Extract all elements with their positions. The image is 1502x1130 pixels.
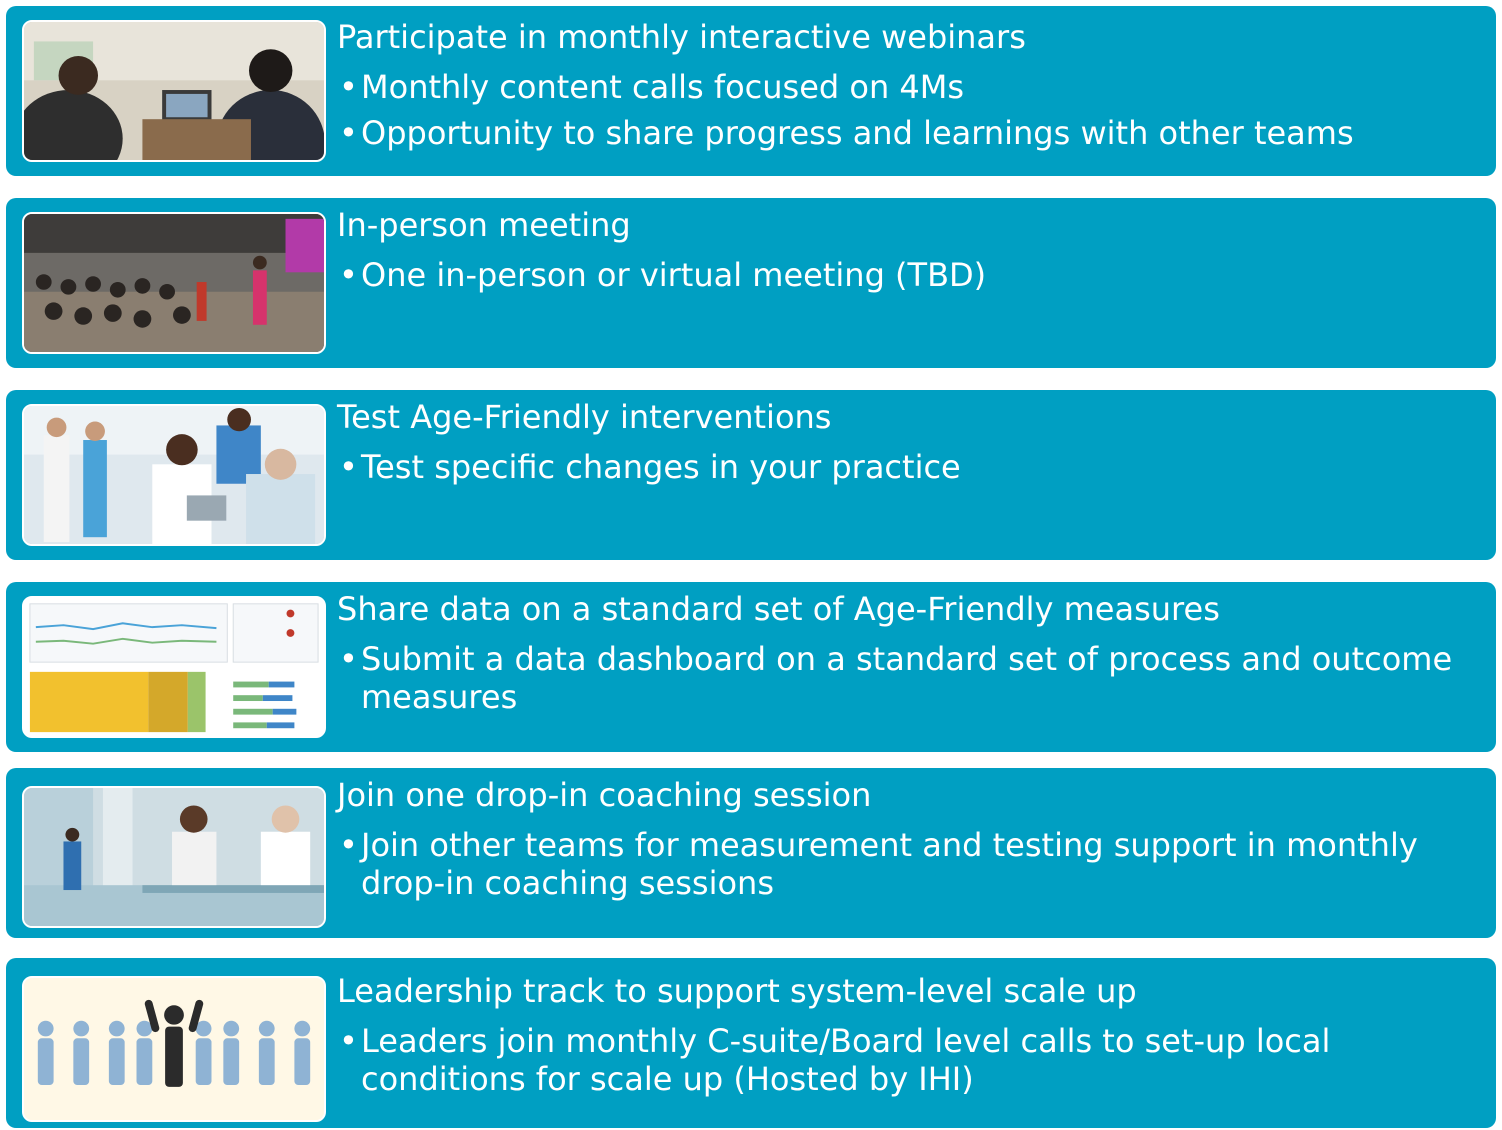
- webinar-photo: [22, 20, 326, 162]
- bullet-icon: •: [339, 448, 358, 486]
- bullet-item: •Join other teams for measurement and te…: [339, 826, 1418, 902]
- bullet-icon: •: [339, 68, 358, 106]
- bullet-list: •Submit a data dashboard on a standard s…: [337, 640, 1476, 716]
- dashboard-screenshot: [22, 596, 326, 738]
- bullet-item: •Leaders join monthly C-suite/Board leve…: [339, 1022, 1331, 1098]
- meeting-photo: [22, 212, 326, 354]
- bullet-list: •Monthly content calls focused on 4Ms •O…: [337, 68, 1476, 152]
- item-title: In-person meeting: [337, 206, 631, 244]
- bullet-item: •One in-person or virtual meeting (TBD): [339, 256, 987, 294]
- bullet-icon: •: [339, 114, 358, 152]
- item-title: Test Age-Friendly interventions: [337, 398, 832, 436]
- test-interventions-card: Test Age-Friendly interventions •Test sp…: [6, 390, 1496, 560]
- webinars-card: Participate in monthly interactive webin…: [6, 6, 1496, 176]
- bullet-list: •One in-person or virtual meeting (TBD): [337, 256, 1476, 294]
- bullet-icon: •: [339, 256, 358, 294]
- bullet-list: •Test specific changes in your practice: [337, 448, 1476, 486]
- bullet-item: •Opportunity to share progress and learn…: [339, 114, 1354, 152]
- team-figures-icon: [37, 1020, 311, 1085]
- bullet-icon: •: [339, 826, 358, 864]
- bullet-item: •Monthly content calls focused on 4Ms: [339, 68, 965, 106]
- clinicians-photo: [22, 404, 326, 546]
- coaching-session-card: Join one drop-in coaching session •Join …: [6, 768, 1496, 938]
- leadership-illustration: [22, 976, 326, 1122]
- leader-figure-icon: [144, 999, 204, 1087]
- bullet-item: •Test specific changes in your practice: [339, 448, 961, 486]
- coaching-photo: [22, 786, 326, 928]
- bullet-icon: •: [339, 1022, 358, 1060]
- bullet-list: •Leaders join monthly C-suite/Board leve…: [337, 1022, 1476, 1098]
- bullet-item: •Submit a data dashboard on a standard s…: [339, 640, 1453, 716]
- item-title: Leadership track to support system-level…: [337, 972, 1137, 1010]
- share-data-card: Share data on a standard set of Age-Frie…: [6, 582, 1496, 752]
- bullet-list: •Join other teams for measurement and te…: [337, 826, 1476, 902]
- in-person-meeting-card: In-person meeting •One in-person or virt…: [6, 198, 1496, 368]
- item-title: Participate in monthly interactive webin…: [337, 18, 1026, 56]
- leadership-track-card: Leadership track to support system-level…: [6, 958, 1496, 1128]
- item-title: Join one drop-in coaching session: [337, 776, 872, 814]
- bullet-icon: •: [339, 640, 358, 678]
- item-title: Share data on a standard set of Age-Frie…: [337, 590, 1220, 628]
